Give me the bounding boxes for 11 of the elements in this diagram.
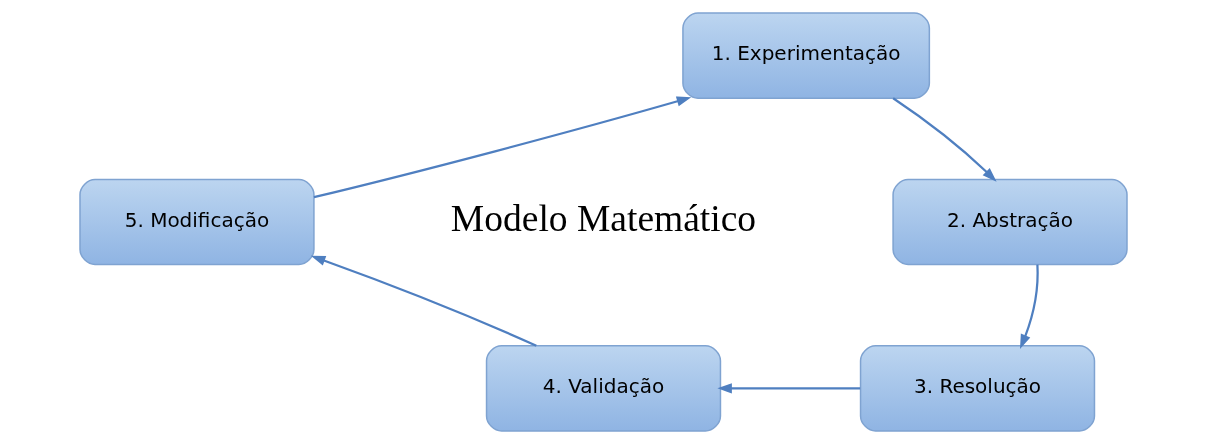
node-box: 2. Abstração <box>892 178 1128 266</box>
arrow <box>892 97 997 182</box>
node-box: 4. Validação <box>485 345 722 432</box>
arrow <box>1020 264 1039 349</box>
arrow <box>313 96 692 199</box>
node-box: 3. Resolução <box>859 345 1096 432</box>
node-box: 5. Modificação <box>79 178 315 266</box>
label: Modelo Matemático <box>450 198 757 240</box>
node-box: 1. Experimentação <box>682 12 931 99</box>
arrow <box>310 255 537 347</box>
arrow <box>717 383 861 394</box>
